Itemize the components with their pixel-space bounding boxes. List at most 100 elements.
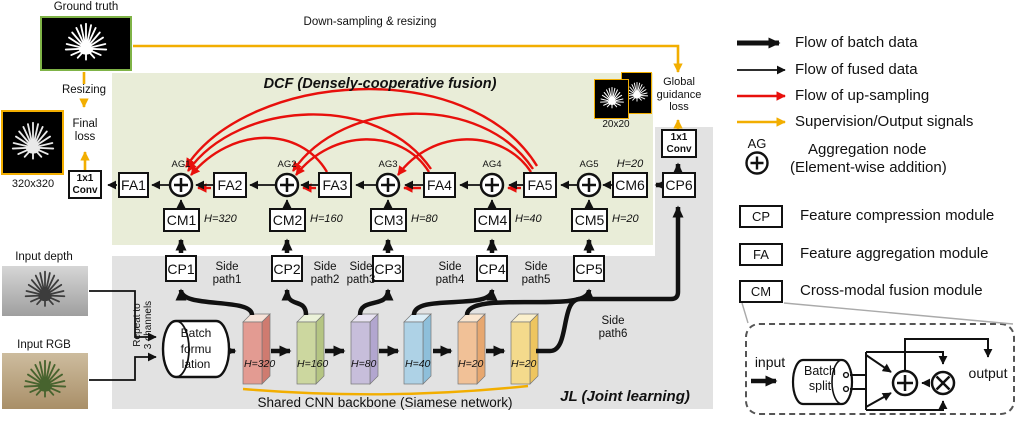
- resizing-label: Resizing: [61, 84, 107, 96]
- supervision-flows: [79, 44, 683, 396]
- detail-batch-split-label: Batch split: [794, 364, 846, 394]
- input-rgb-label: Input RGB: [17, 339, 71, 351]
- cp6-box: CP6: [662, 172, 696, 198]
- cm3-h-label: H=80: [411, 213, 438, 225]
- side-path5-label: Side path5: [521, 261, 551, 286]
- cm1-h-label: H=320: [204, 213, 237, 225]
- batchform-line3: lation: [181, 357, 211, 372]
- conv1-line2: Conv: [72, 184, 98, 196]
- legend-fa-desc: Feature aggregation module: [800, 245, 989, 262]
- legend-flow-upsampling-label: Flow of up-sampling: [795, 87, 930, 104]
- side-path6-label: Side path6: [598, 315, 628, 340]
- global-loss-line1: Global: [663, 76, 695, 88]
- input-rgb-plant: [16, 358, 74, 404]
- cm-detail-box: [745, 323, 1015, 415]
- global-loss-line2: guidance: [656, 88, 702, 101]
- cm6-h-label: H=20: [616, 158, 644, 170]
- legend-cm-desc: Cross-modal fusion module: [800, 282, 983, 299]
- detail-output-label: output: [968, 365, 1008, 381]
- detail-multiply-node: [930, 370, 956, 396]
- final-output-image: [1, 110, 64, 175]
- cm1-box: CM1: [163, 208, 200, 232]
- ground-truth-label: Ground truth: [53, 1, 119, 13]
- side-path4-label: Side path4: [435, 261, 465, 286]
- batchform-line2: formu: [180, 341, 212, 356]
- guidance-map-front: [594, 79, 629, 119]
- downsampling-arrow: [133, 44, 683, 73]
- final-loss-label: Final loss: [64, 118, 106, 144]
- cp1-box: CP1: [165, 255, 197, 282]
- backbone-block-5: [457, 313, 486, 385]
- fa3-box: FA3: [318, 172, 352, 198]
- legend-fa-box: FA: [739, 243, 783, 266]
- cm2-box: CM2: [269, 208, 306, 232]
- input-depth-plant: [15, 269, 75, 313]
- global-guidance-loss-label: Global guidance loss: [646, 76, 712, 114]
- input-rgb-image: [2, 353, 88, 409]
- block2-h-label: H=160: [297, 358, 329, 370]
- ag-nodes: [168, 172, 602, 198]
- backbone-block-1: [242, 313, 271, 385]
- detail-add-node: [891, 369, 919, 397]
- fa5-box: FA5: [523, 172, 557, 198]
- dcf-title: DCF (Densely-cooperative fusion): [263, 76, 497, 92]
- batch-flows: [175, 162, 684, 357]
- backbone-block-3: [350, 313, 379, 385]
- batchsplit-line1: Batch: [804, 364, 836, 378]
- fused-flows: [89, 180, 612, 381]
- cp5-box: CP5: [573, 255, 605, 282]
- guidance-plant-front: [599, 84, 625, 114]
- guidance-size-label: 20x20: [602, 119, 630, 130]
- ag4-label: AG4: [482, 159, 502, 170]
- input-depth-label: Input depth: [15, 251, 73, 263]
- conv2-line2: Conv: [666, 143, 692, 155]
- cp4-box: CP4: [476, 255, 508, 282]
- final-1x1-conv-box: 1x1 Conv: [68, 170, 102, 199]
- legend-ag-desc-line2: (Element-wise addition): [790, 159, 947, 176]
- block5-h-label: H=20: [458, 358, 484, 370]
- final-output-plant: [10, 117, 56, 169]
- legend-ag-label: AG: [747, 136, 767, 151]
- side-path-3: [357, 288, 394, 316]
- legend-cp-box: CP: [739, 205, 783, 228]
- upsampling-flows: [184, 88, 539, 193]
- legend-cp-desc: Feature compression module: [800, 207, 995, 224]
- side-path-4: [411, 288, 498, 316]
- legend-flow-batch-label: Flow of batch data: [795, 34, 918, 51]
- cm5-box: CM5: [571, 208, 608, 232]
- repeat-to-3-channels-label: Repeat to 3 channels: [132, 279, 158, 371]
- backbone-block-4: [403, 313, 432, 385]
- backbone-block-6: [510, 313, 539, 385]
- ag1-label: AG1: [171, 159, 191, 170]
- ag-node-2: [274, 172, 300, 198]
- batchsplit-line2: split: [808, 378, 832, 393]
- cm5-h-label: H=20: [612, 213, 639, 225]
- legend-flow-fused-label: Flow of fused data: [795, 61, 918, 78]
- cm-expansion-lines: [741, 302, 1014, 325]
- fa1-box: FA1: [118, 172, 149, 198]
- conv1-line1: 1x1: [76, 173, 94, 184]
- legend-ag-symbol: [745, 151, 769, 175]
- detail-input-label: input: [754, 354, 786, 370]
- backbone-brace: [242, 384, 529, 396]
- legend-cm-box: CM: [739, 280, 783, 303]
- repeat-line1: Repeat to: [132, 303, 143, 347]
- ground-truth-image: [40, 16, 132, 71]
- cm-detail-graphics: [751, 338, 993, 411]
- legend-graphics: [737, 37, 1014, 325]
- conv2-line1: 1x1: [670, 132, 688, 143]
- side-path-2: [281, 288, 309, 316]
- side-path1-label: Side path1: [212, 261, 242, 286]
- cm3-box: CM3: [370, 208, 407, 232]
- ag-node-5: [576, 172, 602, 198]
- side-path2-label: Side path2: [310, 261, 340, 286]
- block1-h-label: H=320: [244, 358, 276, 370]
- final-loss-line1: Final: [72, 118, 98, 130]
- cm2-h-label: H=160: [310, 213, 343, 225]
- batch-formulation-cylinder: [161, 319, 231, 379]
- ag-node-3: [375, 172, 401, 198]
- side-path3-label: Side path3: [346, 261, 376, 286]
- legend-flow-supervision-label: Supervision/Output signals: [795, 113, 974, 130]
